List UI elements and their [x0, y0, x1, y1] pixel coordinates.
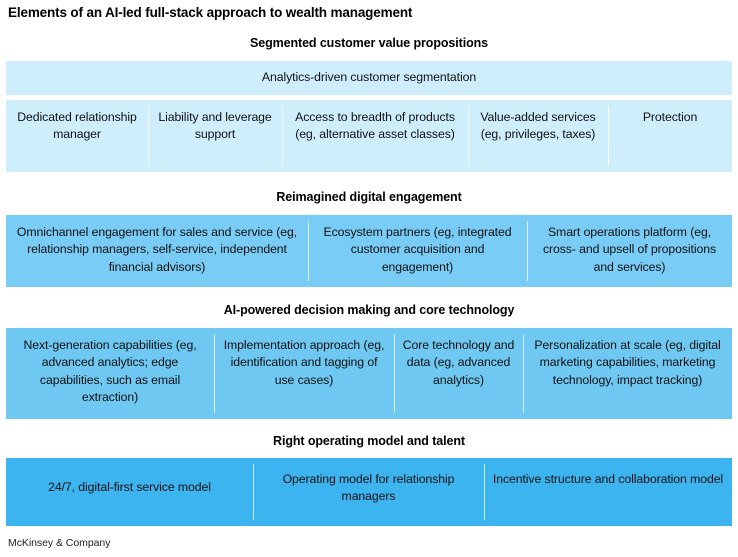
cell-text: Core technology and data (eg, advanced a…	[402, 337, 515, 387]
cell-text: Omnichannel engagement for sales and ser…	[16, 224, 298, 274]
cell-next-generation-capabilities: Next-generation capabilities (eg, advanc…	[6, 328, 214, 419]
section-segmented-customer-value-propositions: Segmented customer value propositions An…	[6, 36, 732, 172]
bar-section-2: Omnichannel engagement for sales and ser…	[6, 214, 732, 287]
cell-value-added-services: Value-added services (eg, privileges, ta…	[468, 100, 608, 172]
cell-access-to-breadth-of-products: Access to breadth of products (eg, alter…	[282, 100, 468, 172]
section-heading-2: Reimagined digital engagement	[276, 189, 462, 204]
cell-text: Liability and leverage support	[158, 109, 272, 142]
cell-text: Protection	[642, 109, 698, 124]
section-heading-3: AI-powered decision making and core tech…	[223, 302, 515, 317]
cell-text: Implementation approach (eg, identificat…	[223, 337, 385, 387]
cell-personalization-at-scale: Personalization at scale (eg, digital ma…	[523, 328, 732, 419]
cell-liability-and-leverage-support: Liability and leverage support	[148, 100, 282, 172]
cell-text: Smart operations platform (eg, cross- an…	[542, 224, 717, 274]
bar-section-1: Dedicated relationship manager Liability…	[6, 99, 732, 172]
cell-omnichannel-engagement: Omnichannel engagement for sales and ser…	[6, 215, 308, 287]
section-heading-4: Right operating model and talent	[273, 433, 465, 448]
source-attribution: McKinsey & Company	[8, 537, 111, 549]
cell-operating-model-for-relationship-managers: Operating model for relationship manager…	[253, 458, 484, 526]
bar-section-4: 24/7, digital-first service model Operat…	[6, 457, 732, 526]
cell-implementation-approach: Implementation approach (eg, identificat…	[214, 328, 394, 419]
banner-cell: Analytics-driven customer segmentation	[6, 61, 732, 95]
section-ai-powered-decision-making: AI-powered decision making and core tech…	[6, 303, 732, 419]
banner-label: Analytics-driven customer segmentation	[261, 70, 477, 85]
section-heading-1: Segmented customer value propositions	[249, 35, 489, 50]
cell-text: Personalization at scale (eg, digital ma…	[534, 337, 721, 387]
cell-text: 24/7, digital-first service model	[48, 479, 211, 494]
section-reimagined-digital-engagement: Reimagined digital engagement Omnichanne…	[6, 190, 732, 287]
cell-text: Ecosystem partners (eg, integrated custo…	[323, 224, 512, 274]
cell-text: Value-added services (eg, privileges, ta…	[480, 109, 596, 142]
cell-ecosystem-partners: Ecosystem partners (eg, integrated custo…	[308, 215, 527, 287]
cell-text: Dedicated relationship manager	[17, 109, 137, 142]
exhibit-title: Elements of an AI-led full-stack approac…	[8, 5, 413, 20]
cell-core-technology-and-data: Core technology and data (eg, advanced a…	[394, 328, 523, 419]
cell-text: Operating model for relationship manager…	[282, 471, 455, 504]
cell-text: Access to breadth of products (eg, alter…	[295, 109, 455, 142]
banner-analytics-driven-customer-segmentation: Analytics-driven customer segmentation	[6, 60, 732, 95]
cell-incentive-structure-and-collaboration-model: Incentive structure and collaboration mo…	[484, 458, 732, 526]
cell-24-7-digital-first-service-model: 24/7, digital-first service model	[6, 458, 253, 526]
cell-text: Incentive structure and collaboration mo…	[492, 471, 724, 486]
section-right-operating-model-and-talent: Right operating model and talent 24/7, d…	[6, 434, 732, 526]
cell-dedicated-relationship-manager: Dedicated relationship manager	[6, 100, 148, 172]
cell-smart-operations-platform: Smart operations platform (eg, cross- an…	[527, 215, 732, 287]
cell-text: Next-generation capabilities (eg, advanc…	[23, 337, 197, 405]
bar-section-3: Next-generation capabilities (eg, advanc…	[6, 327, 732, 419]
cell-protection: Protection	[608, 100, 732, 172]
